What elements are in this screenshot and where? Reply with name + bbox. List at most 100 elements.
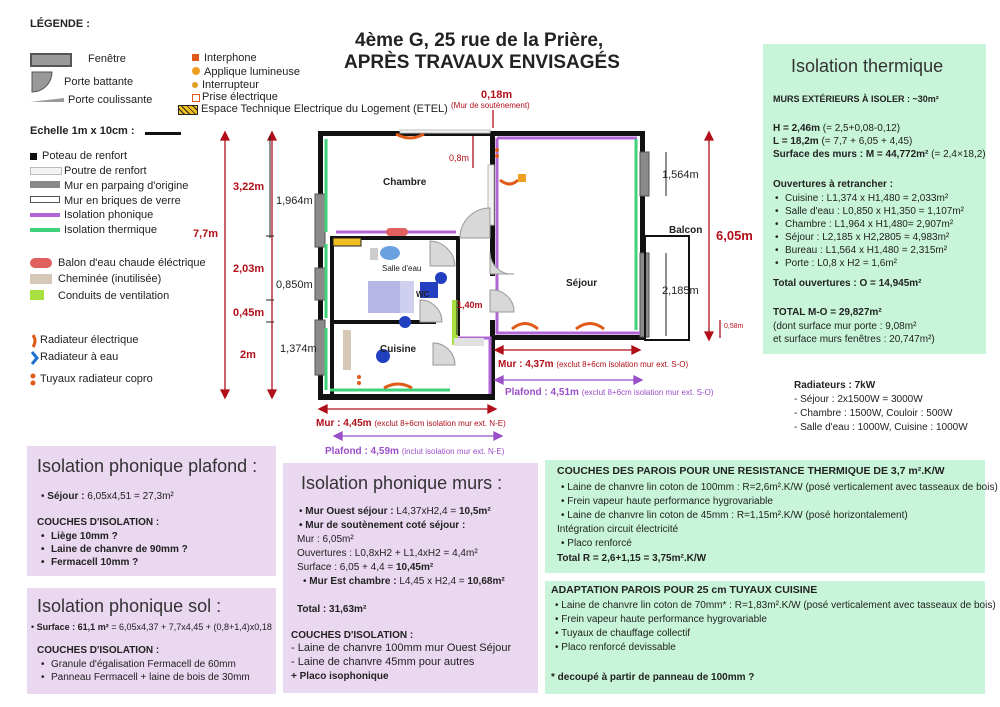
- murs-c2: - Laine de chanvre 45mm pour autres: [291, 656, 475, 668]
- parois-l1: • Laine de chanvre lin coton de 100mm : …: [561, 482, 998, 493]
- murs-c3: + Placo isophonique: [291, 671, 389, 682]
- murs-panel: Isolation phonique murs : • Mur Ouest sé…: [283, 463, 538, 693]
- list-item: Salle d'eau : L0,850 x H1,350 = 1,107m²: [775, 205, 964, 218]
- dim-605: 6,05m: [716, 228, 753, 243]
- legend-poutre: Poutre de renfort: [64, 165, 147, 177]
- murs-l1: • Mur Ouest séjour : L4,37xH2,4 = 10,5m²: [299, 506, 491, 517]
- dim-203: 2,03m: [233, 263, 265, 275]
- cuisine-note: * decoupé à partir de panneau de 100mm ?: [551, 672, 755, 683]
- thermal-murs: MURS EXTÉRIEURS À ISOLER : ~30m²: [773, 94, 939, 104]
- thermal-fen-note: et surface murs fenêtres : 20,747m²): [773, 334, 935, 345]
- list-item: Bureau : L1,564 x H1,480 = 2,315m²: [775, 244, 964, 257]
- legend-briques: Mur en briques de verre: [64, 195, 181, 207]
- parois-l2: • Frein vapeur haute performance hygrova…: [561, 496, 773, 507]
- legend-iso-therm: Isolation thermique: [64, 224, 157, 236]
- radiators-title: Radiateurs : 7kW: [794, 380, 876, 391]
- plafond-couches: COUCHES D'ISOLATION :: [37, 517, 160, 528]
- dim-140: 1,40m: [457, 300, 483, 310]
- dim-08: 0,8m: [449, 153, 470, 163]
- thermal-h: H = 2,46m (= 2,5+0,08-0,12): [773, 123, 901, 134]
- radiators-item: - Séjour : 2x1500W = 3000W: [794, 394, 923, 405]
- sol-title: Isolation phonique sol :: [37, 596, 222, 616]
- cheminee-symbol: [30, 274, 52, 284]
- thermal-ouv-title: Ouvertures à retrancher :: [773, 179, 894, 190]
- dim-018-note: (Mur de soutènement): [451, 101, 530, 110]
- legend-interphone: Interphone: [204, 52, 257, 64]
- dim-1374: 1,374m: [280, 343, 317, 355]
- room-sejour: Séjour: [566, 278, 598, 289]
- parpaing-symbol: [30, 181, 60, 188]
- poteau-symbol: [30, 153, 37, 160]
- cuisine-panel: ADAPTATION PAROIS POUR 25 cm TUYAUX CUIS…: [545, 581, 996, 694]
- murs-l6: • Mur Est chambre : L4,45 x H2,4 = 10,68…: [303, 576, 505, 587]
- sliding-door-icon: [30, 98, 64, 102]
- legend-parpaing: Mur en parpaing d'origine: [64, 180, 189, 192]
- plafond-sejour: • Séjour : 6,05x4,51 = 27,3m²: [41, 491, 174, 502]
- murs-l3: Mur : 6,05m²: [297, 534, 354, 545]
- parois-title: COUCHES DES PAROIS POUR UNE RESISTANCE T…: [557, 465, 945, 477]
- page-title-line1: 4ème G, 25 rue de la Prière,: [355, 30, 604, 51]
- murs-l2: • Mur de soutènement coté séjour :: [299, 520, 466, 531]
- sol-panel: Isolation phonique sol : • Surface : 61,…: [27, 588, 276, 694]
- cuisine-l1: • Laine de chanvre lin coton de 70mm* : …: [555, 600, 996, 611]
- list-item: Laine de chanvre de 90mm ?: [41, 543, 188, 556]
- dim-plafond-451: Plafond : 4,51m (exclut 8+6cm isolation …: [505, 387, 714, 398]
- list-item: Fermacell 10mm ?: [41, 556, 188, 569]
- room-wc: WC: [416, 290, 430, 299]
- room-balcon: Balcon: [669, 225, 703, 236]
- dim-045: 0,45m: [233, 307, 265, 319]
- list-item: Liège 10mm ?: [41, 530, 188, 543]
- page-title-line2: APRÈS TRAVAUX ENVISAGÉS: [344, 52, 620, 73]
- thermal-ouv-list: Cuisine : L1,374 x H1,480 = 2,033m² Sall…: [775, 192, 964, 270]
- interphone-icon: [192, 54, 199, 61]
- poutre-symbol: [30, 167, 62, 175]
- switch-icon: [192, 82, 198, 88]
- room-chambre: Chambre: [383, 177, 427, 188]
- cuisine-l2: • Frein vapeur haute performance hygrova…: [555, 614, 767, 625]
- murs-l5: Surface : 6,05 + 4,4 = 10,45m²: [297, 562, 434, 573]
- parois-l5: • Placo renforcé: [561, 538, 632, 549]
- dim-1564: 1,564m: [662, 169, 699, 181]
- radiators-item: - Chambre : 1500W, Couloir : 500W: [794, 408, 953, 419]
- legend-rad-eau: Radiateur à eau: [40, 351, 119, 363]
- cuisine-title: ADAPTATION PAROIS POUR 25 cm TUYAUX CUIS…: [551, 584, 818, 596]
- list-item: Panneau Fermacell + laine de bois de 30m…: [41, 671, 250, 684]
- legend-fenetre: Fenêtre: [88, 53, 126, 65]
- parois-panel: COUCHES DES PAROIS POUR UNE RESISTANCE T…: [545, 460, 998, 573]
- legend-ballon: Balon d'eau chaude éléctrique: [58, 257, 206, 269]
- iso-therm-symbol: [30, 228, 60, 232]
- thermal-total-mo: TOTAL M-O = 29,827m²: [773, 307, 882, 318]
- plafond-title: Isolation phonique plafond :: [37, 456, 258, 476]
- balcony-outline: [644, 235, 690, 341]
- sol-list: Granule d'égalisation Fermacell de 60mm …: [41, 658, 250, 684]
- ballon-symbol: [30, 258, 52, 268]
- dim-2185: 2,185m: [662, 285, 699, 297]
- parois-total: Total R = 2,6+1,15 = 3,75m².K/W: [557, 553, 707, 564]
- legend-poteau: Poteau de renfort: [42, 150, 128, 162]
- parois-l4: Intégration circuit électricité: [557, 524, 679, 535]
- ventilation-symbol: [30, 290, 44, 300]
- radiator-electric-icon: [31, 334, 37, 348]
- list-item: Cuisine : L1,374 x H1,480 = 2,033m²: [775, 192, 964, 205]
- cuisine-l4: • Placo renforcé devissable: [555, 642, 676, 653]
- legend-interrupteur: Interrupteur: [202, 79, 259, 91]
- murs-c1: - Laine de chanvre 100mm mur Ouest Séjou…: [291, 642, 512, 654]
- radiator-water-icon: [30, 351, 39, 365]
- sol-surface: • Surface : 61,1 m² = 6,05x4,37 + 7,7x4,…: [31, 622, 272, 632]
- murs-title: Isolation phonique murs :: [301, 473, 503, 493]
- legend-rad-elec: Radiateur électrique: [40, 334, 139, 346]
- thermal-panel: Isolation thermique MURS EXTÉRIEURS À IS…: [763, 44, 986, 354]
- legend-iso-phon: Isolation phonique: [64, 209, 154, 221]
- legend-ventilation: Conduits de ventilation: [58, 290, 170, 302]
- parois-l3: • Laine de chanvre lin coton de 45mm : R…: [561, 510, 908, 521]
- pipes-icon: [30, 373, 36, 386]
- thermal-total-ouv: Total ouvertures : O = 14,945m²: [773, 278, 922, 289]
- room-salle-eau: Salle d'eau: [382, 264, 422, 273]
- room-cuisine: Cuisine: [380, 344, 417, 355]
- wall-light-icon: [192, 67, 200, 75]
- plafond-list: Liège 10mm ? Laine de chanvre de 90mm ? …: [41, 530, 188, 569]
- plafond-panel: Isolation phonique plafond : • Séjour : …: [27, 446, 276, 576]
- scale-bar: [145, 132, 181, 135]
